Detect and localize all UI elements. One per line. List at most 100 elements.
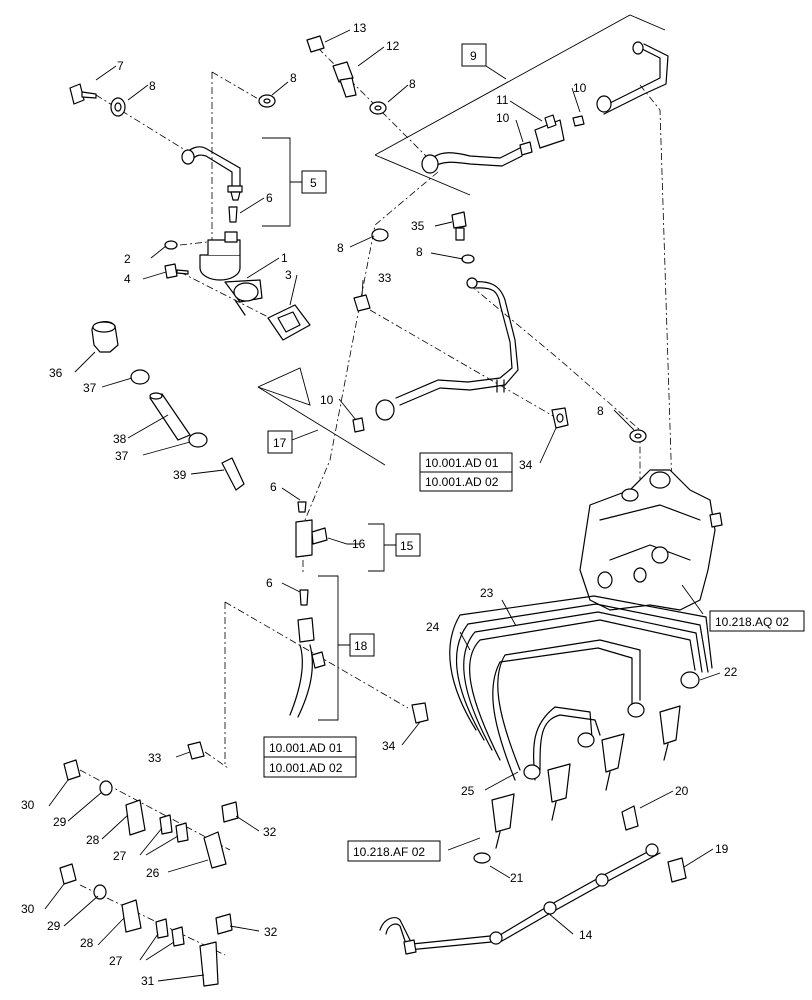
callout-37: 37 xyxy=(83,381,97,395)
part-washer-8-d xyxy=(461,254,475,264)
callout-34: 34 xyxy=(382,739,396,753)
callout-10: 10 xyxy=(573,81,587,95)
part-fuel-line-5 xyxy=(181,146,243,201)
callout-8: 8 xyxy=(290,71,297,85)
part-fitting-6-top xyxy=(228,206,238,223)
part-fitting-6-mid xyxy=(297,501,307,513)
group-box-5: 5 xyxy=(262,137,327,227)
callout-6: 6 xyxy=(266,576,273,590)
part-washer-8-b xyxy=(369,101,387,115)
callout-30: 30 xyxy=(21,902,35,916)
callout-25: 25 xyxy=(461,784,475,798)
reference-box-upper[interactable]: 10.001.AD 01 10.001.AD 02 xyxy=(419,452,513,492)
part-bolt-13 xyxy=(306,35,325,53)
group-box-18: 18 xyxy=(318,575,375,721)
group-label-9: 9 xyxy=(470,49,477,63)
part-clip-34-upper xyxy=(551,407,569,429)
callout-29: 29 xyxy=(47,919,61,933)
group-boundary-lines xyxy=(257,14,666,466)
callout-33: 33 xyxy=(378,271,392,285)
callout-39: 39 xyxy=(173,468,187,482)
part-injector-lines-23-24 xyxy=(449,595,713,781)
callout-11: 11 xyxy=(496,93,509,107)
part-washer-8-c xyxy=(371,228,389,242)
callout-35: 35 xyxy=(411,219,425,233)
reference-link[interactable]: 10.001.AD 01 xyxy=(425,456,499,470)
reference-box-pump[interactable]: 10.218.AQ 02 xyxy=(709,610,805,632)
reference-link[interactable]: 10.218.AF 02 xyxy=(353,845,425,859)
callout-10: 10 xyxy=(320,393,334,407)
part-washer-8-top xyxy=(258,94,276,108)
callout-28: 28 xyxy=(86,833,100,847)
callout-27: 27 xyxy=(109,954,123,968)
callout-12: 12 xyxy=(386,39,400,53)
part-washer-8-e xyxy=(629,429,647,443)
callout-37: 37 xyxy=(115,449,129,463)
callout-33: 33 xyxy=(148,751,162,765)
part-bolt-33-lower xyxy=(187,741,205,760)
callout-8: 8 xyxy=(409,77,416,91)
part-fuel-pump-1 xyxy=(199,231,263,316)
part-bolt-19 xyxy=(667,857,687,883)
reference-box-lower[interactable]: 10.001.AD 01 10.001.AD 02 xyxy=(263,736,357,778)
reference-link[interactable]: 10.218.AQ 02 xyxy=(715,615,789,629)
reference-box-injector[interactable]: 10.218.AF 02 xyxy=(347,840,441,862)
part-fittings-10-top xyxy=(519,115,585,156)
callout-22: 22 xyxy=(724,665,738,679)
group-label-15: 15 xyxy=(400,539,414,553)
callout-19: 19 xyxy=(715,842,729,856)
callout-14: 14 xyxy=(579,928,593,942)
callout-8: 8 xyxy=(337,241,344,255)
callout-24: 24 xyxy=(426,620,440,634)
part-washer-8-upper-left xyxy=(110,97,126,117)
part-banjo-bolt-12 xyxy=(332,61,357,98)
part-bolt-4 xyxy=(164,263,189,279)
group-label-17: 17 xyxy=(273,436,287,450)
part-bolt-7 xyxy=(69,83,97,105)
callout-20: 20 xyxy=(675,784,689,798)
reference-link[interactable]: 10.001.AD 02 xyxy=(269,761,343,775)
callout-6: 6 xyxy=(266,191,273,205)
callout-10: 10 xyxy=(496,111,510,125)
group-label-5: 5 xyxy=(310,176,317,190)
callout-8: 8 xyxy=(149,79,156,93)
group-box-15: 15 xyxy=(368,523,421,572)
callout-4: 4 xyxy=(124,272,131,286)
part-injector-nuts-22 xyxy=(523,671,700,780)
part-fitting-10-mid xyxy=(352,417,365,433)
part-drain-line-18 xyxy=(289,617,326,718)
callout-32: 32 xyxy=(263,825,277,839)
callout-8: 8 xyxy=(597,404,604,418)
callout-30: 30 xyxy=(21,798,35,812)
callout-1: 1 xyxy=(281,251,288,265)
callout-7: 7 xyxy=(117,59,124,73)
part-bolt-35 xyxy=(451,211,467,241)
callout-21: 21 xyxy=(510,871,524,885)
group-box-9: 9 xyxy=(461,43,507,80)
part-gasket-3 xyxy=(267,304,311,341)
callout-32: 32 xyxy=(264,925,278,939)
part-clip-34-lower xyxy=(411,702,429,724)
callout-13: 13 xyxy=(353,21,367,35)
callout-31: 31 xyxy=(141,974,155,988)
part-connector-39 xyxy=(221,457,245,491)
callout-29: 29 xyxy=(53,815,67,829)
callout-36: 36 xyxy=(49,366,63,380)
callout-2: 2 xyxy=(124,252,131,266)
part-injection-pump xyxy=(579,469,723,611)
group-box-17: 17 xyxy=(267,429,319,454)
callout-numbers: 7 8 8 13 12 8 11 10 10 6 2 4 1 3 8 35 8 … xyxy=(21,21,738,988)
callout-3: 3 xyxy=(285,268,292,282)
reference-link[interactable]: 10.001.AD 02 xyxy=(425,475,499,489)
callout-16: 16 xyxy=(352,537,366,551)
part-washer-21 xyxy=(473,852,491,864)
part-screw-2 xyxy=(164,240,178,250)
part-clamp-37-upper xyxy=(130,369,150,385)
reference-link[interactable]: 10.001.AD 01 xyxy=(269,741,343,755)
part-hose-38 xyxy=(149,392,191,441)
callout-8: 8 xyxy=(416,245,423,259)
part-leak-off-line-14 xyxy=(379,843,661,955)
part-return-line-17 xyxy=(375,277,519,421)
part-clamp-37-lower xyxy=(188,432,208,448)
